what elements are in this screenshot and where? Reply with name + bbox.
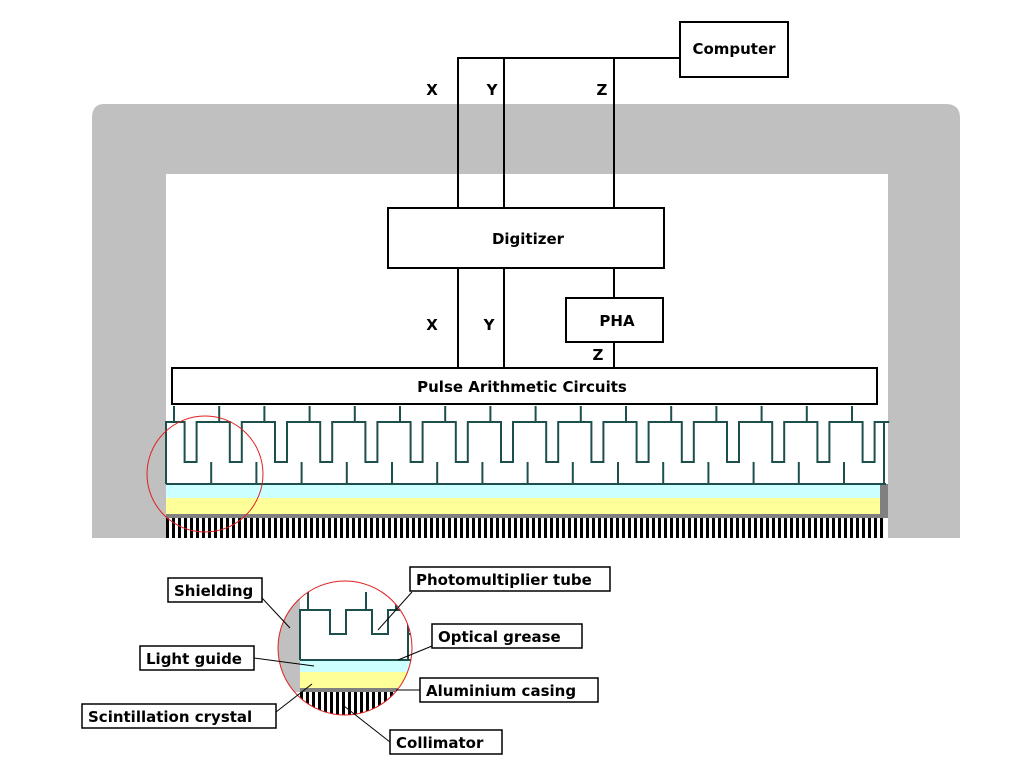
aluminium-casing-edge xyxy=(880,484,888,518)
detail-casing xyxy=(300,688,412,692)
magnified-detail xyxy=(278,581,412,715)
leader-grease xyxy=(397,645,433,661)
callout-photomultiplier-tube: Photomultiplier tube xyxy=(416,571,592,589)
callout-scintillation-crystal-box xyxy=(81,703,277,729)
leader-collimator xyxy=(343,705,391,743)
pha-box xyxy=(565,297,664,343)
detail-highlight-circle xyxy=(146,415,264,533)
callout-light-guide-box xyxy=(139,645,255,671)
leader-pmt xyxy=(377,591,413,631)
callout-shielding-box xyxy=(167,577,263,603)
callout-shielding: Shielding xyxy=(174,582,253,600)
leader-light-guide xyxy=(253,657,315,667)
shielding-housing xyxy=(92,104,960,538)
detail-shielding xyxy=(278,581,300,692)
callout-optical-grease: Optical grease xyxy=(438,628,561,646)
signal-mid-z: Z xyxy=(593,346,604,364)
detail-light-guide xyxy=(300,660,412,672)
computer-box xyxy=(679,21,789,78)
photomultiplier-tube-array xyxy=(165,406,890,484)
photomultiplier-tube-outline xyxy=(165,406,890,484)
computer-label: Computer xyxy=(692,40,776,58)
signal-top-y: Y xyxy=(486,81,499,99)
detail-circle xyxy=(277,580,413,716)
computer-bus-wire xyxy=(457,57,680,208)
leader-shielding xyxy=(261,597,291,629)
callout-scintillation-crystal: Scintillation crystal xyxy=(88,708,252,726)
callout-photomultiplier-tube-box xyxy=(409,566,611,592)
digitizer-label: Digitizer xyxy=(492,230,565,248)
casing-bottom xyxy=(166,514,888,518)
callout-collimator: Collimator xyxy=(396,734,484,752)
callout-optical-grease-box xyxy=(431,623,583,649)
collimator xyxy=(166,518,886,538)
digitizer-box xyxy=(387,207,665,269)
pha-label: PHA xyxy=(599,312,635,330)
callout-aluminium-casing-box xyxy=(419,677,599,703)
detail-collimator xyxy=(300,692,412,715)
pulse-arithmetic-circuits-label: Pulse Arithmetic Circuits xyxy=(417,378,627,396)
signal-top-x: X xyxy=(426,81,438,99)
callout-aluminium-casing: Aluminium casing xyxy=(426,682,576,700)
light-guide-layer xyxy=(166,484,884,498)
callout-collimator-box xyxy=(389,729,503,755)
scintillation-crystal-layer xyxy=(166,498,884,514)
signal-top-z: Z xyxy=(597,81,608,99)
detail-crystal xyxy=(300,672,412,688)
pulse-arithmetic-circuits-box xyxy=(171,367,878,405)
leader-crystal xyxy=(275,683,313,713)
callout-light-guide: Light guide xyxy=(146,650,242,668)
signal-mid-y: Y xyxy=(483,316,496,334)
signal-mid-x: X xyxy=(426,316,438,334)
